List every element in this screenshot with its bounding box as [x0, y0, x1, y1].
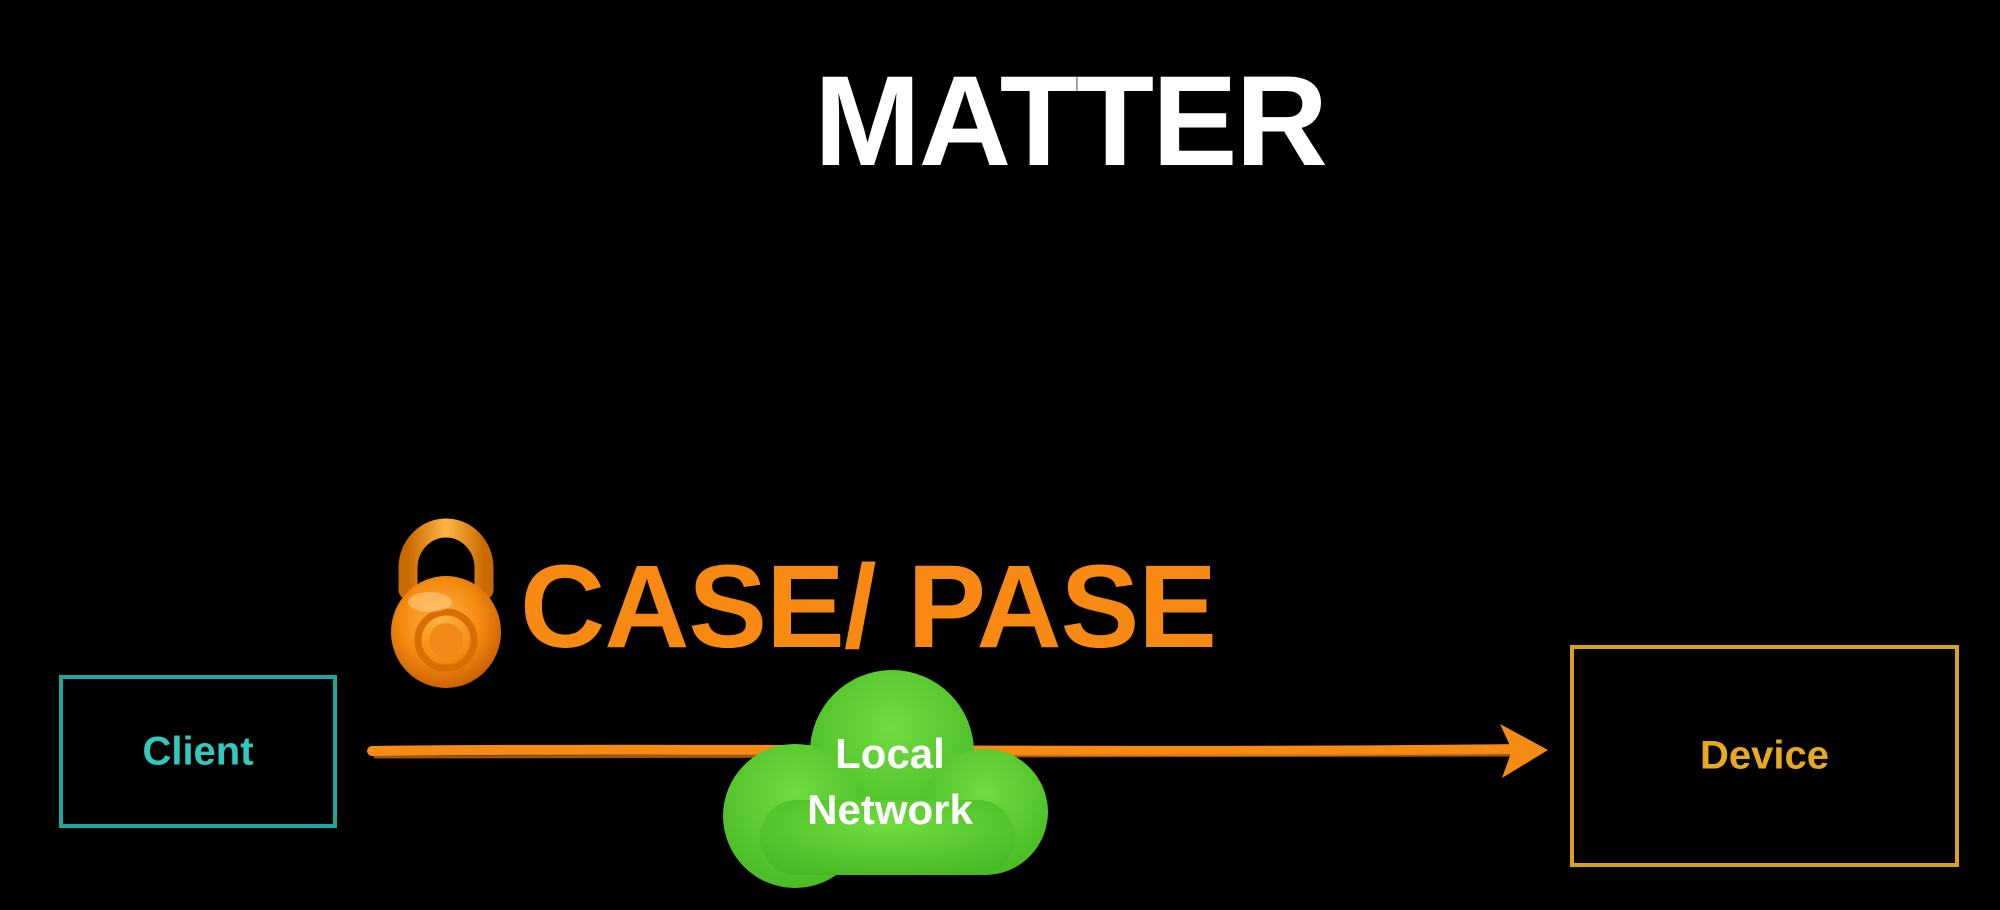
device-box: Device	[1570, 645, 1959, 867]
device-label: Device	[1700, 733, 1829, 778]
protocol-label: CASE/ PASE	[520, 541, 1217, 673]
local-network-label: Local Network	[725, 726, 1055, 838]
arrow-head-icon	[1500, 724, 1548, 778]
client-box: Client	[59, 675, 337, 828]
network-label-line2: Network	[807, 786, 973, 833]
page-title: MATTER	[814, 50, 1328, 193]
network-label-line1: Local	[835, 730, 945, 777]
lock-icon	[391, 518, 501, 688]
client-label: Client	[142, 729, 254, 773]
cloud-icon	[723, 670, 1048, 888]
